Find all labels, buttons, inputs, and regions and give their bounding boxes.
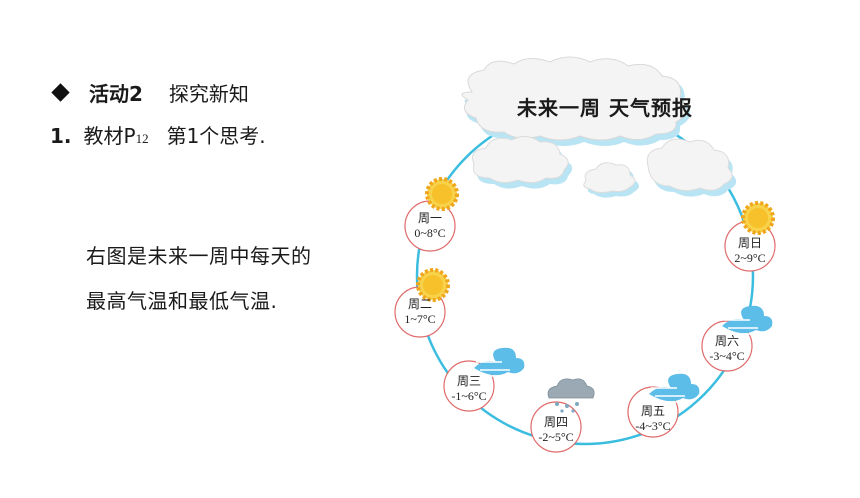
day-name: 周三 [456, 374, 481, 388]
day-label-fri: 周五 -4~3°C [613, 404, 693, 434]
small-cloud-left [472, 136, 573, 189]
day-temp: -2~5°C [538, 430, 574, 444]
item-text-textbook: 教材P [83, 124, 136, 148]
wind-icon [649, 373, 700, 403]
day-temp: -3~4°C [709, 349, 745, 363]
day-name: 周一 [417, 211, 442, 225]
sun-icon [741, 201, 775, 235]
day-name: 周六 [714, 334, 739, 348]
day-temp: 0~8°C [414, 226, 446, 240]
day-label-sat: 周六 -3~4°C [687, 334, 767, 364]
day-temp: 1~7°C [404, 312, 436, 326]
forecast-title: 未来一周 天气预报 [517, 96, 693, 120]
item-page-number: 12 [135, 131, 149, 146]
day-label-sun: 周日 2~9°C [710, 236, 790, 266]
item-number: 1. [50, 124, 72, 148]
day-label-wed: 周三 -1~6°C [429, 374, 509, 404]
small-cloud-right [646, 138, 737, 197]
description-paragraph: 右图是未来一周中每天的 最高气温和最低气温. [86, 234, 312, 324]
banner-cloud [461, 56, 691, 146]
day-name: 周日 [737, 236, 762, 250]
item-text-question: 第1个思考. [166, 124, 266, 148]
day-name: 周二 [407, 297, 432, 311]
activity-label: 活动2 [89, 82, 143, 106]
day-temp: 2~9°C [734, 251, 766, 265]
day-label-thu: 周四 -2~5°C [516, 415, 596, 445]
item-1: 1. 教材P 12 第1个思考. [50, 120, 266, 149]
description-line-2: 最高气温和最低气温. [86, 289, 278, 313]
wind-icon [474, 347, 525, 377]
sun-icon [425, 177, 459, 211]
snow-cloud-icon [547, 378, 595, 413]
day-circle-thu [530, 401, 582, 453]
activity-heading: 活动2 探究新知 [51, 78, 249, 107]
wind-icon [722, 305, 773, 335]
day-name: 周四 [543, 415, 568, 429]
activity-title: 探究新知 [168, 82, 249, 106]
day-name: 周五 [640, 404, 665, 418]
small-cloud-middle [583, 162, 639, 198]
sun-icon [416, 268, 450, 302]
day-temp: -1~6°C [451, 389, 487, 403]
day-temp: -4~3°C [635, 419, 671, 433]
day-label-tue: 周二 1~7°C [380, 297, 460, 327]
day-label-mon: 周一 0~8°C [390, 211, 470, 241]
day-circle-wed [443, 360, 495, 412]
description-line-1: 右图是未来一周中每天的 [86, 244, 312, 268]
